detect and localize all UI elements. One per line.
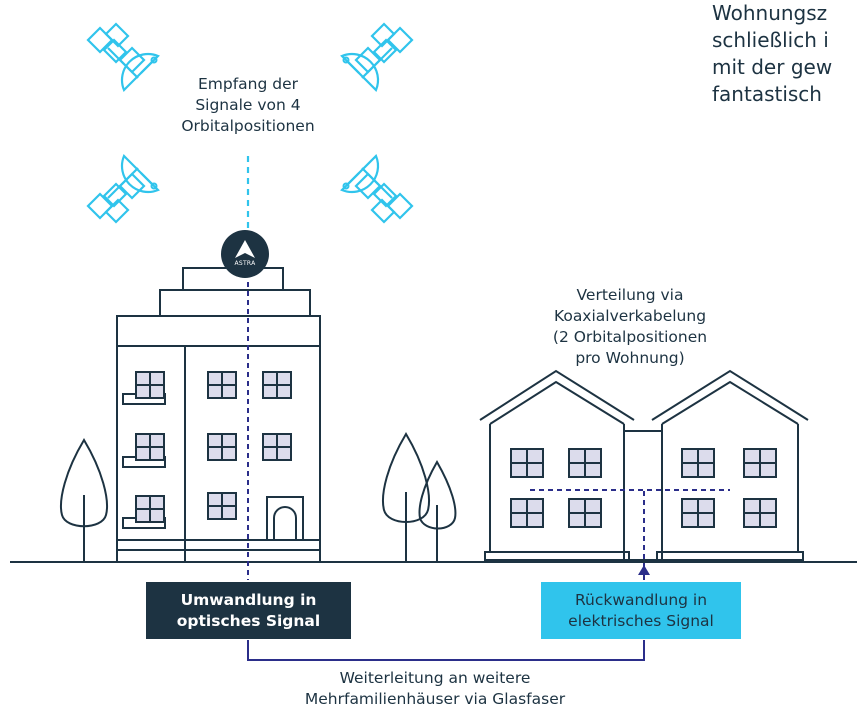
label-line: Signale von 4 <box>195 96 301 114</box>
house-connector <box>623 430 663 561</box>
tree-icon <box>418 459 457 562</box>
satellite-icon <box>86 22 160 92</box>
intro-text: Wohnungsz schließlich i mit der gew fant… <box>712 0 857 108</box>
tree-icon <box>382 432 430 562</box>
forwarding-label: Weiterleitung an weitere Mehrfamilienhäu… <box>250 668 620 710</box>
fiber-line <box>247 640 645 661</box>
house-icon <box>479 369 635 561</box>
intro-line: fantastisch <box>712 82 822 106</box>
reception-label: Empfang der Signale von 4 Orbitalpositio… <box>160 74 336 137</box>
intro-line: mit der gew <box>712 55 833 79</box>
house-icon <box>651 369 809 561</box>
box-line: optisches Signal <box>176 611 321 630</box>
satellite-icon <box>340 22 414 92</box>
box-line: Umwandlung in <box>180 590 317 609</box>
conversion-electric-box: Rückwandlung in elektrisches Signal <box>541 582 741 639</box>
box-line: Rückwandlung in <box>574 590 708 609</box>
apartment-building-icon <box>116 267 321 563</box>
label-line: Orbitalpositionen <box>181 117 315 135</box>
conversion-optical-box: Umwandlung in optisches Signal <box>146 582 351 639</box>
intro-line: Wohnungsz <box>712 1 828 25</box>
astra-logo-text: ASTRA <box>234 260 256 267</box>
distribution-label: Verteilung via Koaxialverkabelung (2 Orb… <box>530 285 730 369</box>
label-line: Mehrfamilienhäuser via Glasfaser <box>304 690 566 708</box>
label-line: (2 Orbitalpositionen <box>552 328 708 346</box>
label-line: Verteilung via <box>576 286 684 304</box>
label-line: Koaxialverkabelung <box>553 307 707 325</box>
label-line: pro Wohnung) <box>575 349 685 367</box>
box-line: elektrisches Signal <box>568 611 714 630</box>
intro-line: schließlich i <box>712 28 829 52</box>
arrow-up-icon <box>638 565 650 575</box>
satellite-icon <box>340 154 414 224</box>
tree-icon <box>60 438 108 562</box>
satellite-icon <box>86 154 160 224</box>
label-line: Empfang der <box>197 75 299 93</box>
astra-logo-icon <box>221 230 269 278</box>
label-line: Weiterleitung an weitere <box>339 669 531 687</box>
